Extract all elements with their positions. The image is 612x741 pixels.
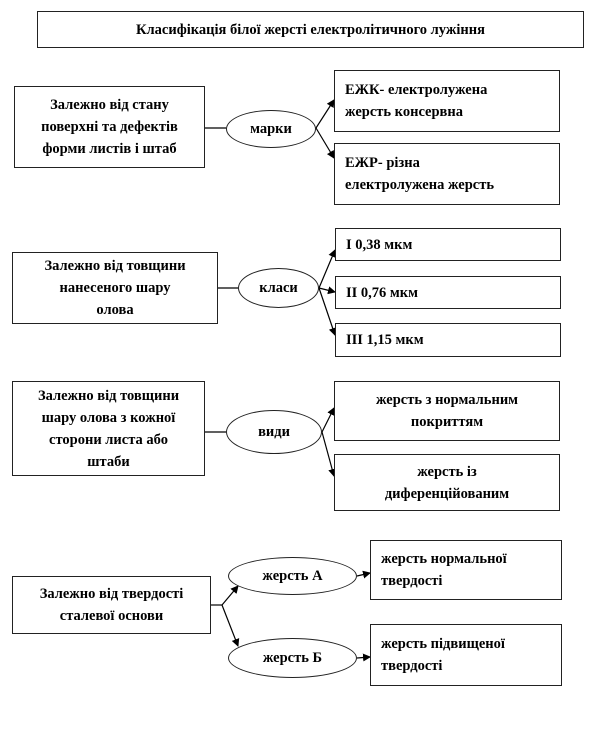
- arrow-line: [221, 604, 240, 647]
- arrow-line: [318, 287, 337, 336]
- item-box: III 1,15 мкм: [335, 323, 561, 357]
- item-box: жерсть підвищеної твердості: [370, 624, 562, 686]
- category-ellipse: жерсть Б: [228, 638, 357, 678]
- arrow-line: [315, 99, 335, 129]
- item-box: жерсть із диференційованим: [334, 454, 560, 511]
- arrow-line: [321, 431, 337, 477]
- item-box: ЕЖР- різна електролужена жерсть: [334, 143, 560, 205]
- criterion-box: Залежно від твердості сталевої основи: [12, 576, 211, 634]
- item-box: II 0,76 мкм: [335, 276, 561, 309]
- arrow-line: [321, 407, 335, 433]
- criterion-box: Залежно від товщини шару олова з кожної …: [12, 381, 205, 476]
- title-text: Класифікація білої жерсті електролітично…: [136, 21, 485, 38]
- arrow-line: [318, 249, 336, 289]
- arrow-line: [356, 653, 371, 662]
- item-box: ЕЖК- електролужена жерсть консервна: [334, 70, 560, 132]
- item-box: жерсть нормальної твердості: [370, 540, 562, 600]
- item-box: I 0,38 мкм: [335, 228, 561, 261]
- category-ellipse: види: [226, 410, 322, 454]
- criterion-box: Залежно від товщини нанесеного шару олов…: [12, 252, 218, 324]
- diagram-title: Класифікація білої жерсті електролітично…: [37, 11, 584, 48]
- category-ellipse: жерсть А: [228, 557, 357, 595]
- criterion-box: Залежно від стану поверхні та дефектів ф…: [14, 86, 205, 168]
- category-ellipse: класи: [238, 268, 319, 308]
- arrow-line: [356, 570, 371, 579]
- arrow-line: [221, 585, 239, 606]
- arrow-line: [315, 127, 335, 159]
- item-box: жерсть з нормальним покриттям: [334, 381, 560, 441]
- category-ellipse: марки: [226, 110, 316, 148]
- arrow-line: [318, 286, 336, 295]
